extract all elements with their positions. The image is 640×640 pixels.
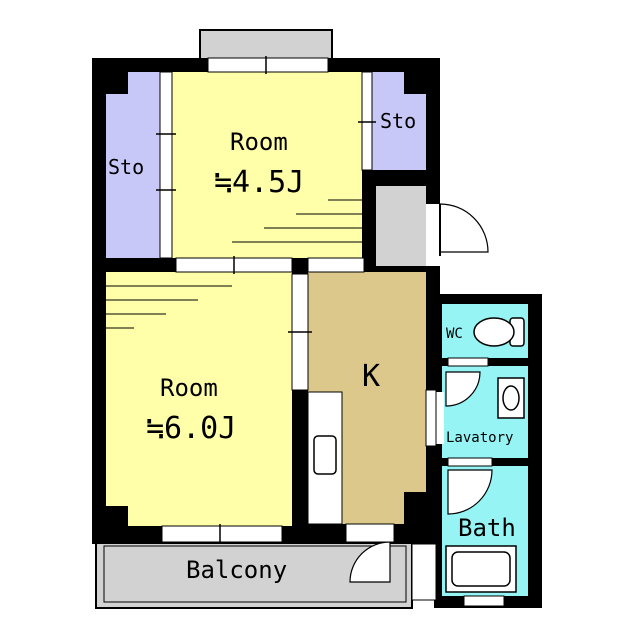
wall-notch	[106, 72, 128, 94]
room1-size-label: ≒4.5J	[214, 165, 304, 200]
bath-door-swing-icon	[447, 469, 493, 515]
bath-label: Bath	[458, 514, 516, 542]
basin-bowl-icon	[502, 385, 520, 411]
bathtub-inner-icon	[451, 551, 511, 587]
toilet-bowl-icon	[473, 317, 515, 347]
bath-side-window	[411, 543, 437, 601]
balcony-label: Balcony	[186, 556, 287, 584]
top-window	[207, 57, 329, 73]
storage-left-door	[159, 71, 173, 259]
balcony-window	[161, 525, 283, 543]
balcony-inner-rail	[103, 545, 407, 603]
entrance-door-gap	[426, 204, 442, 266]
storage-left-area	[106, 72, 164, 258]
door-tick-marks	[156, 56, 376, 544]
wall-notch	[404, 72, 426, 94]
room-4-5-area	[172, 72, 362, 258]
wc-door-swing-icon	[445, 371, 481, 407]
balcony-door-gap	[345, 523, 395, 543]
entrance-area	[376, 186, 426, 266]
room1-name-label: Room	[230, 128, 288, 156]
lavatory-label: Lavatory	[446, 430, 513, 446]
kitchen-door-top	[307, 257, 365, 273]
storage-right-door	[361, 71, 373, 171]
wall-notch	[404, 492, 426, 524]
top-window-box	[199, 29, 333, 61]
storage-left-label: Sto	[108, 155, 144, 179]
wc-lav-door	[447, 357, 489, 367]
storage-right-label: Sto	[380, 109, 416, 133]
lav-bath-door	[447, 457, 493, 467]
wall-notch	[106, 506, 128, 526]
floor-stripes	[106, 199, 362, 329]
entrance-door-swing-icon	[439, 203, 489, 253]
lavatory-door-gap	[434, 392, 444, 444]
room2-size-label: ≒6.0J	[146, 411, 236, 446]
kitchen-label: K	[362, 359, 380, 394]
wc-label: WC	[446, 326, 463, 342]
kitchen-side-window	[425, 389, 437, 447]
sink-icon	[313, 435, 337, 475]
bath-bottom-window	[463, 595, 505, 607]
balcony-door-swing-icon	[349, 541, 391, 583]
room2-name-label: Room	[160, 374, 218, 402]
